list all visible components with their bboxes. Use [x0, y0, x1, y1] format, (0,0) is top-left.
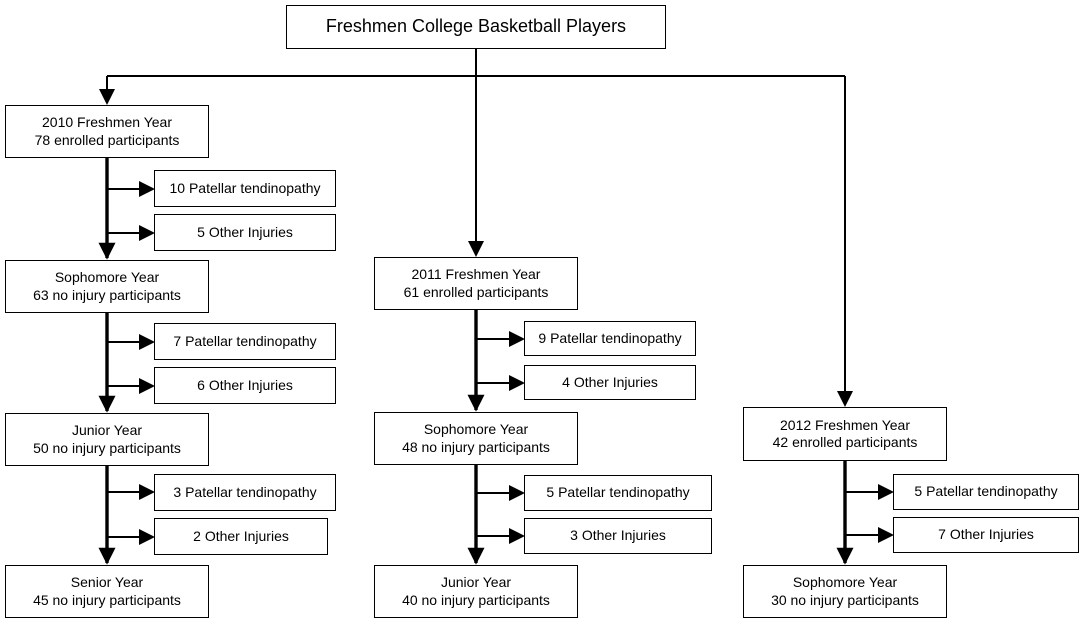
cohort-2010-sophomore-patellar-box: 7 Patellar tendinopathy: [154, 323, 336, 360]
cohort-2010-sophomore-patellar: 7 Patellar tendinopathy: [173, 332, 317, 349]
page-title: Freshmen College Basketball Players: [325, 16, 627, 37]
cohort-2012-freshmen-patellar: 5 Patellar tendinopathy: [914, 483, 1058, 500]
cohort-2011-freshmen-patellar-box: 9 Patellar tendinopathy: [524, 321, 696, 356]
cohort-2011-freshmen-count: 61 enrolled participants: [403, 283, 549, 300]
cohort-2011-sophomore-count: 48 no injury participants: [402, 438, 550, 455]
cohort-2012-freshmen-other: 7 Other Injuries: [938, 526, 1034, 543]
cohort-2011-junior-count: 40 no injury participants: [402, 591, 550, 608]
cohort-2011-freshmen-other: 4 Other Injuries: [562, 373, 658, 390]
cohort-2012-sophomore-box: Sophomore Year 30 no injury participants: [743, 565, 947, 618]
cohort-2010-sophomore-other-box: 6 Other Injuries: [154, 367, 336, 404]
cohort-2010-junior-other-box: 2 Other Injuries: [154, 518, 328, 555]
cohort-2011-sophomore-other: 3 Other Injuries: [570, 527, 666, 544]
cohort-2010-junior-other: 2 Other Injuries: [193, 527, 289, 544]
cohort-2011-sophomore-patellar-box: 5 Patellar tendinopathy: [524, 475, 712, 511]
top-connector: [99, 48, 853, 407]
cohort-2010-senior-count: 45 no injury participants: [33, 591, 181, 608]
cohort-2010-senior-box: Senior Year 45 no injury participants: [5, 565, 209, 618]
cohort-2010-junior-box: Junior Year 50 no injury participants: [5, 413, 209, 466]
cohort-2012-connectors: [836, 461, 894, 565]
cohort-2011-freshmen-label: 2011 Freshmen Year: [411, 266, 541, 283]
cohort-2011-junior-label: Junior Year: [440, 574, 512, 591]
cohort-2010-freshmen-label: 2010 Freshmen Year: [42, 114, 172, 131]
cohort-2010-junior-count: 50 no injury participants: [33, 439, 181, 456]
cohort-2010-freshmen-other: 5 Other Injuries: [197, 223, 293, 240]
cohort-2012-freshmen-box: 2012 Freshmen Year 42 enrolled participa…: [743, 407, 947, 461]
cohort-2010-senior-label: Senior Year: [70, 574, 144, 591]
cohort-2012-freshmen-patellar-box: 5 Patellar tendinopathy: [893, 474, 1079, 510]
cohort-2011-connectors: [467, 310, 525, 565]
cohort-2010-freshmen-patellar-box: 10 Patellar tendinopathy: [154, 170, 336, 207]
cohort-2012-sophomore-label: Sophomore Year: [792, 574, 898, 591]
cohort-2011-junior-box: Junior Year 40 no injury participants: [374, 565, 578, 618]
page-title-box: Freshmen College Basketball Players: [286, 5, 666, 49]
cohort-2010-sophomore-box: Sophomore Year 63 no injury participants: [5, 260, 209, 313]
cohort-2011-sophomore-other-box: 3 Other Injuries: [524, 518, 712, 554]
cohort-2010-sophomore-other: 6 Other Injuries: [197, 376, 293, 393]
cohort-2010-freshmen-other-box: 5 Other Injuries: [154, 214, 336, 251]
cohort-2012-freshmen-label: 2012 Freshmen Year: [780, 416, 910, 433]
cohort-2010-freshmen-count: 78 enrolled participants: [34, 131, 180, 148]
cohort-2011-freshmen-other-box: 4 Other Injuries: [524, 365, 696, 400]
cohort-2011-freshmen-patellar: 9 Patellar tendinopathy: [538, 329, 682, 346]
cohort-2010-sophomore-count: 63 no injury participants: [33, 286, 181, 303]
cohort-2012-freshmen-count: 42 enrolled participants: [772, 434, 918, 450]
cohort-2010-connectors: [98, 158, 155, 565]
cohort-2010-sophomore-label: Sophomore Year: [54, 269, 160, 286]
cohort-2010-freshmen-patellar: 10 Patellar tendinopathy: [169, 179, 321, 196]
cohort-2011-sophomore-label: Sophomore Year: [423, 421, 529, 438]
cohort-2012-sophomore-count: 30 no injury participants: [771, 591, 919, 608]
cohort-2010-junior-patellar: 3 Patellar tendinopathy: [173, 483, 317, 500]
cohort-2011-sophomore-patellar: 5 Patellar tendinopathy: [546, 484, 690, 501]
cohort-2011-sophomore-box: Sophomore Year 48 no injury participants: [374, 412, 578, 465]
cohort-2010-freshmen-box: 2010 Freshmen Year 78 enrolled participa…: [5, 105, 209, 158]
cohort-2010-junior-patellar-box: 3 Patellar tendinopathy: [154, 474, 336, 511]
cohort-2012-freshmen-other-box: 7 Other Injuries: [893, 517, 1079, 553]
cohort-2011-freshmen-box: 2011 Freshmen Year 61 enrolled participa…: [374, 257, 578, 310]
cohort-2010-junior-label: Junior Year: [71, 422, 143, 439]
